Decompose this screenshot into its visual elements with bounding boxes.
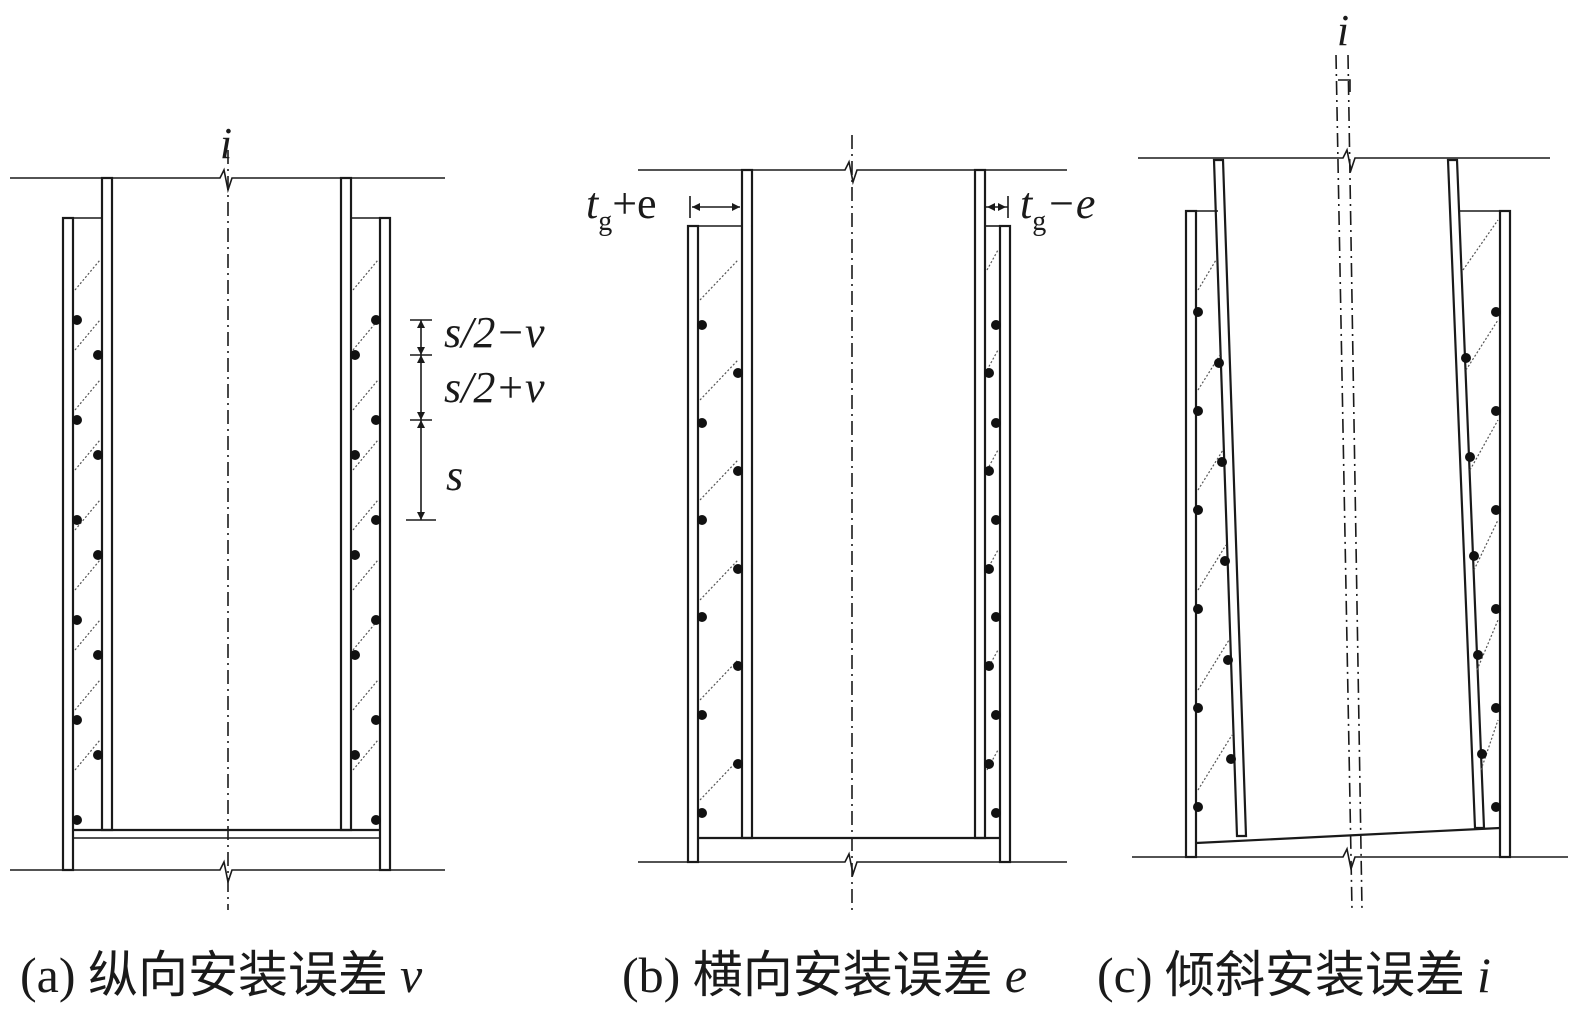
panel-b-left-sleeve: [686, 224, 700, 864]
panel-b-top-break-line: [638, 159, 1067, 186]
panel-c-tilted-axis: [1347, 54, 1363, 911]
panel-b-left-plate: [740, 168, 754, 840]
panel-a-caption-prefix: (a) 纵向安装误差: [20, 947, 388, 1003]
panel-b-right-gap-label: tg−e: [1020, 179, 1095, 237]
panel-b-bottom-break-line: [638, 851, 1067, 878]
panel-c-right-sleeve: [1498, 209, 1512, 859]
panel-c-vertical-axis: [1335, 54, 1353, 911]
panel-b-caption-var: e: [1005, 947, 1027, 1003]
panel-b-right-plate: [973, 168, 987, 840]
panel-c: i: [1097, 6, 1568, 1003]
panel-a-bottom-break-line: [10, 859, 445, 886]
panel-c-angle-marker: [1338, 79, 1351, 92]
panel-a-right-sleeve: [378, 216, 392, 872]
panel-a-right-studs: [350, 315, 381, 825]
panel-c-tilted-base: [1195, 826, 1501, 845]
panel-a-top-break-line: [10, 167, 445, 194]
panel-c-caption-prefix: (c) 倾斜安装误差: [1097, 947, 1465, 1003]
panel-c-axis-label: i: [1337, 6, 1349, 55]
panel-b-right-sleeve: [998, 224, 1012, 864]
panel-a: i: [10, 119, 545, 1003]
panel-b-right-studs: [984, 320, 1001, 818]
panel-a-left-sleeve: [61, 216, 75, 872]
panel-b-left-gap-label: tg+e: [586, 179, 657, 237]
panel-b-caption-prefix: (b) 横向安装误差: [622, 947, 993, 1003]
panel-c-left-studs: [1193, 307, 1236, 812]
panel-c-right-hatch: [1462, 219, 1499, 771]
panel-b-left-gap-dimension: [689, 196, 740, 218]
panel-b-right-gap-dimension: [985, 196, 1009, 218]
panel-c-bottom-break-line: [1132, 846, 1568, 873]
panel-a-dimension-chain: [406, 319, 436, 521]
panel-a-dim-label-1: s/2−v: [444, 308, 545, 357]
panel-c-top-break-line: [1138, 147, 1550, 174]
panel-a-left-studs: [72, 315, 103, 825]
panel-a-caption-var: v: [400, 947, 423, 1003]
panel-a-dim-label-2: s/2+v: [444, 363, 545, 412]
panel-b-left-studs: [697, 320, 743, 818]
panel-c-left-hatch: [1197, 259, 1233, 791]
panel-a-axis-label: i: [220, 119, 232, 168]
panel-c-left-sleeve: [1184, 209, 1198, 859]
panel-a-right-hatch: [352, 259, 379, 771]
panel-a-left-hatch: [74, 259, 101, 771]
panel-c-right-studs: [1461, 307, 1501, 812]
panel-a-right-plate: [339, 176, 353, 832]
panel-b: tg+e tg−e (b) 横向安装: [586, 135, 1095, 1003]
panel-c-left-tilted-plate: [1212, 158, 1248, 838]
panel-c-right-tilted-plate: [1446, 158, 1486, 830]
panel-a-left-plate: [100, 176, 114, 832]
panel-c-caption-var: i: [1477, 947, 1491, 1003]
panel-b-left-hatch: [699, 259, 739, 801]
panel-a-dim-label-3: s: [446, 451, 463, 500]
